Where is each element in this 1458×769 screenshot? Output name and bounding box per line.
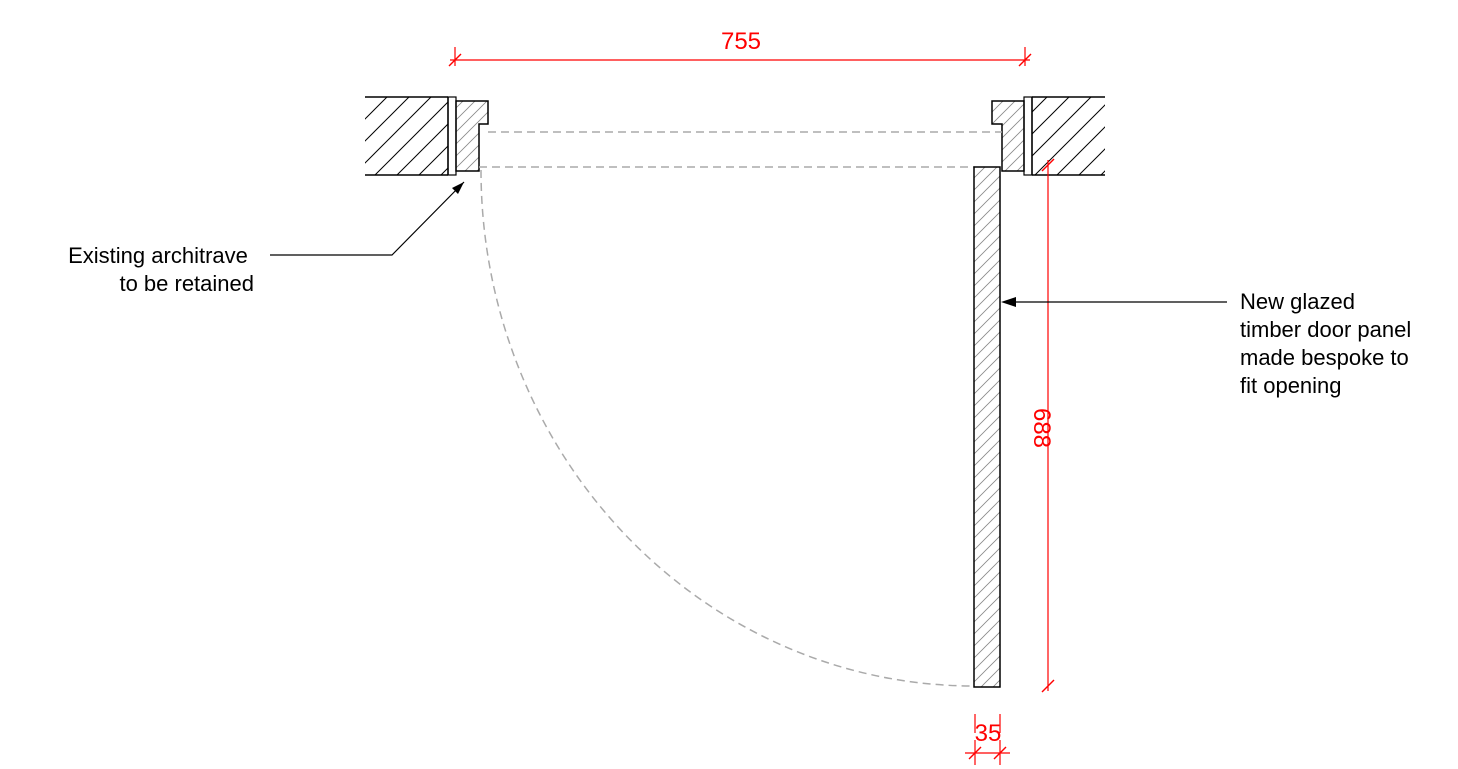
opening-width-dimension: 755 xyxy=(449,28,1031,66)
left-architrave xyxy=(448,97,456,175)
door-panel xyxy=(974,167,1000,687)
right-door-stop xyxy=(992,101,1024,171)
panel-thickness-label: 35 xyxy=(975,720,1002,747)
architrave-note: Existing architrave to be retained xyxy=(68,243,254,296)
architrave-note-line-2: to be retained xyxy=(119,271,254,296)
architrave-leader xyxy=(270,182,464,255)
door-panel-note-line-2: timber door panel xyxy=(1240,317,1411,342)
door-panel-leader xyxy=(1001,297,1227,307)
architrave-note-line-1: Existing architrave xyxy=(68,243,248,268)
door-panel-note-line-4: fit opening xyxy=(1240,373,1342,398)
right-architrave xyxy=(1024,97,1032,175)
door-panel-note-line-1: New glazed xyxy=(1240,289,1355,314)
panel-thickness-dimension: 35 xyxy=(965,714,1010,765)
panel-length-dimension: 688 xyxy=(1028,159,1055,692)
panel-length-label: 688 xyxy=(1028,408,1055,448)
right-wall xyxy=(1032,97,1105,175)
door-closed-outline xyxy=(479,132,1002,167)
door-swing-arc xyxy=(481,170,974,686)
left-wall xyxy=(365,97,448,175)
door-panel-note-line-3: made bespoke to xyxy=(1240,345,1409,370)
opening-width-label: 755 xyxy=(721,28,761,55)
left-door-stop xyxy=(456,101,488,171)
door-panel-note: New glazed timber door panel made bespok… xyxy=(1240,289,1417,398)
